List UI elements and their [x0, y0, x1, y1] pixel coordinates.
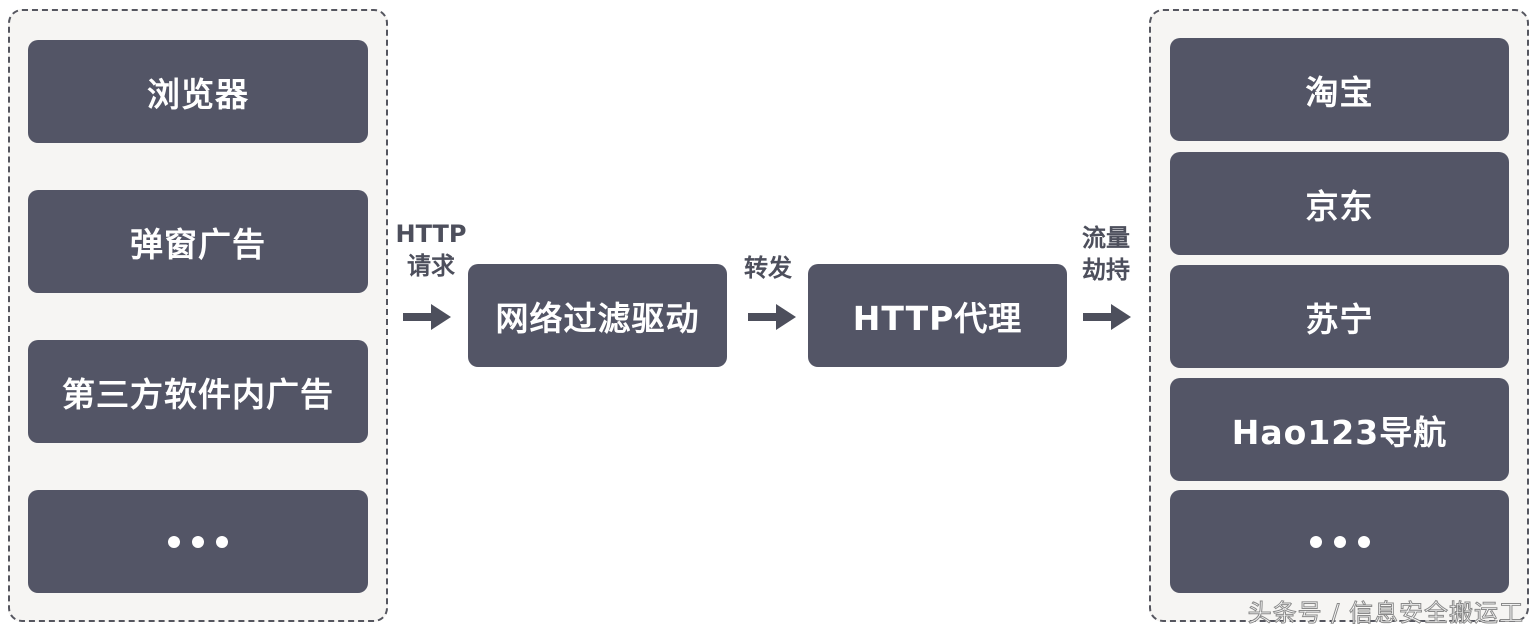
source-third-party-ads-label: 第三方软件内广告	[62, 374, 334, 414]
edge-http-request-line2: 请求	[407, 252, 455, 280]
target-taobao: 淘宝	[1170, 38, 1509, 141]
target-hao123-label: Hao123导航	[1231, 412, 1448, 452]
node-network-filter-driver: 网络过滤驱动	[468, 264, 727, 367]
arrow-right-icon	[403, 304, 451, 330]
ellipsis-icon	[1309, 535, 1370, 548]
target-more	[1170, 490, 1509, 593]
node-http-proxy-label: HTTP代理	[852, 298, 1023, 338]
edge-forward-label: 转发	[734, 252, 802, 284]
ellipsis-icon	[168, 535, 228, 548]
edge-http-request-line1: HTTP	[395, 220, 467, 248]
arrow-right-icon	[1083, 304, 1131, 330]
node-http-proxy: HTTP代理	[808, 264, 1067, 367]
target-taobao-label: 淘宝	[1305, 72, 1374, 112]
source-more	[28, 490, 368, 593]
target-hao123: Hao123导航	[1170, 378, 1509, 481]
source-popup-ads: 弹窗广告	[28, 190, 368, 293]
source-popup-ads-label: 弹窗广告	[130, 224, 266, 264]
edge-traffic-hijack-label: 流量 劫持	[1072, 222, 1140, 286]
source-browser: 浏览器	[28, 40, 368, 143]
edge-traffic-hijack-line2: 劫持	[1082, 256, 1130, 284]
edge-http-request-label: HTTP 请求	[392, 218, 470, 282]
target-jd: 京东	[1170, 152, 1509, 255]
edge-forward-text: 转发	[744, 254, 792, 282]
node-network-filter-driver-label: 网络过滤驱动	[495, 298, 700, 338]
edge-traffic-hijack-line1: 流量	[1082, 224, 1130, 252]
watermark: 头条号 / 信息安全搬运工	[1247, 599, 1524, 628]
target-suning-label: 苏宁	[1305, 299, 1374, 339]
source-third-party-ads: 第三方软件内广告	[28, 340, 368, 443]
target-suning: 苏宁	[1170, 265, 1509, 368]
source-browser-label: 浏览器	[147, 74, 249, 114]
target-jd-label: 京东	[1305, 186, 1374, 226]
arrow-right-icon	[748, 304, 796, 330]
